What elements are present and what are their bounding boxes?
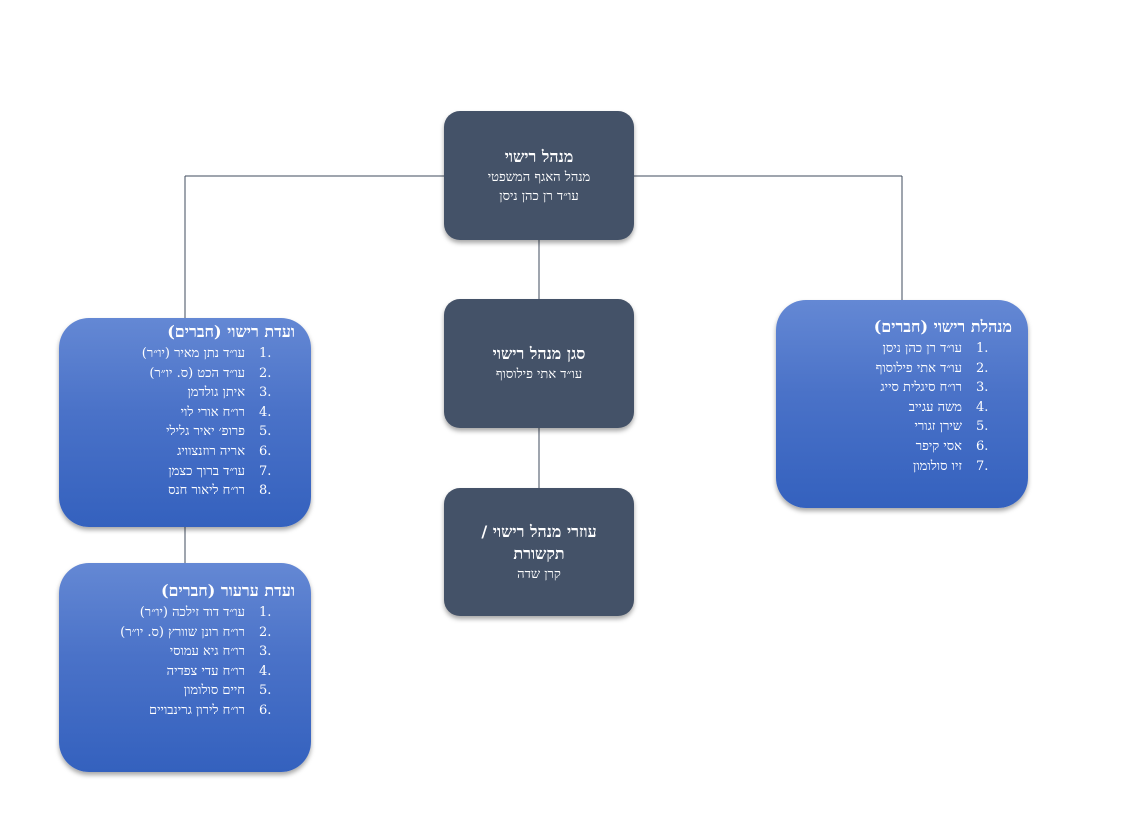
list-item: 3.איתן גולדמן xyxy=(187,385,272,401)
list-item: 2.עו״ד אתי פילוסוף xyxy=(875,360,989,376)
assistants-title-line1: עוזרי מנהל רישוי / xyxy=(481,521,597,541)
list-item: 3.רו״ח גיא עמוסי xyxy=(169,644,272,660)
list-item: 6.אריה רוזנצוויג xyxy=(177,443,272,459)
list-item: 4.רו״ח אורי לוי xyxy=(180,404,272,420)
list-item: 5.חיים סולומון xyxy=(183,683,272,699)
licensing-management-box: מנהלת רישוי (חברים) 1.עו״ד רן כהן ניסן 2… xyxy=(776,300,1028,508)
licensing-management-list: 1.עו״ד רן כהן ניסן 2.עו״ד אתי פילוסוף 3.… xyxy=(786,339,1012,476)
list-item: 5.שירן זגורי xyxy=(914,419,989,435)
deputy-director-title: סגן מנהל רישוי xyxy=(492,344,586,363)
list-item: 1.עו״ד דוד זילכה (יו״ר) xyxy=(139,605,272,620)
licensing-director-name: עו״ד רן כהן ניסן xyxy=(499,188,579,204)
list-item: 2.עו״ד הכט (ס. יו״ר) xyxy=(149,365,272,381)
licensing-management-title: מנהלת רישוי (חברים) xyxy=(873,317,1012,336)
licensing-director-role: מנהל האגף המשפטי xyxy=(487,169,591,185)
appeals-committee-title: ועדת ערעור (חברים) xyxy=(160,581,295,600)
list-item: 8.רו״ח ליאור חנס xyxy=(168,483,272,499)
list-item: 5.פרופ׳ יאיר גלילי xyxy=(166,424,272,440)
list-item: 7.עו״ד ברוך כצמן xyxy=(168,463,272,479)
licensing-director-title: מנהל רישוי xyxy=(504,146,574,166)
licensing-committee-box: ועדת רישוי (חברים) 1.עו״ד נתן מאיר (יו״ר… xyxy=(59,318,311,527)
licensing-director-box: מנהל רישוי מנהל האגף המשפטי עו״ד רן כהן … xyxy=(444,111,634,240)
list-item: 1.עו״ד נתן מאיר (יו״ר) xyxy=(141,346,272,361)
licensing-committee-title: ועדת רישוי (חברים) xyxy=(167,322,295,341)
list-item: 2.רו״ח רונן שוורץ (ס. יו״ר) xyxy=(120,624,272,640)
deputy-director-name: עו״ד אתי פילוסוף xyxy=(495,367,583,382)
licensing-committee-list: 1.עו״ד נתן מאיר (יו״ר) 2.עו״ד הכט (ס. יו… xyxy=(69,344,295,501)
deputy-director-box: סגן מנהל רישוי עו״ד אתי פילוסוף xyxy=(444,299,634,428)
list-item: 6.אסי קיפר xyxy=(915,438,989,454)
list-item: 3.רו״ח סיגלית סייג xyxy=(880,380,989,396)
assistants-title-line2: תקשורת xyxy=(513,543,565,563)
list-item: 6.רו״ח לירון גרינבויים xyxy=(149,702,272,718)
assistants-name: קרן שדה xyxy=(517,566,561,582)
appeals-committee-box: ועדת ערעור (חברים) 1.עו״ד דוד זילכה (יו״… xyxy=(59,563,311,772)
list-item: 7.זיו סולומון xyxy=(913,458,989,474)
list-item: 4.משה עגייב xyxy=(908,399,989,415)
assistants-box: עוזרי מנהל רישוי / תקשורת קרן שדה xyxy=(444,488,634,616)
appeals-committee-list: 1.עו״ד דוד זילכה (יו״ר) 2.רו״ח רונן שוור… xyxy=(69,603,295,721)
list-item: 4.רו״ח עדי צפדיה xyxy=(166,663,272,679)
list-item: 1.עו״ד רן כהן ניסן xyxy=(882,341,989,356)
